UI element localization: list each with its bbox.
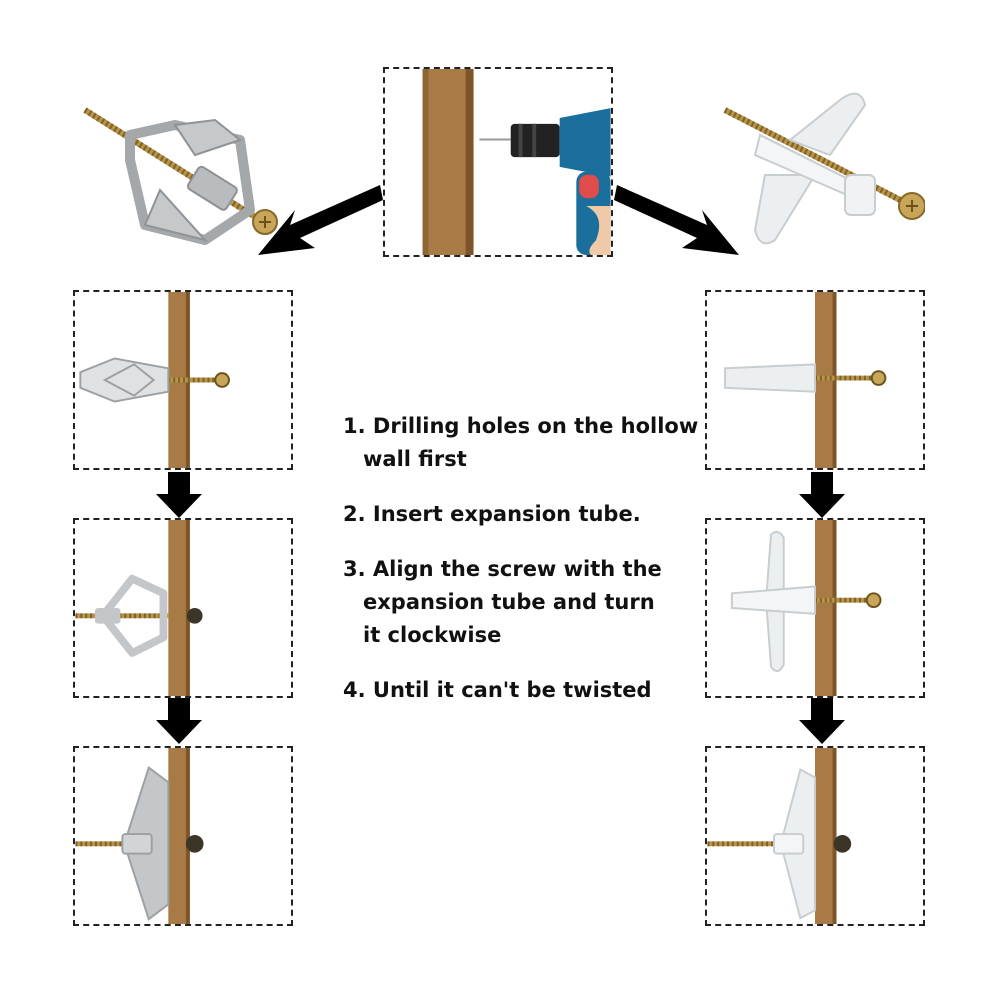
step-3: 3. Align the screw with the expansion tu… [343,553,703,652]
plastic-anchor-inserted-icon [724,292,887,468]
arrow-down-right-icon [614,185,739,255]
step-1: 1. Drilling holes on the hollow wall fir… [343,410,703,476]
metal-anchor-expanding-icon [75,520,203,696]
metal-anchor-inserted-icon [79,292,230,468]
arrow-down-left-icon [258,185,383,255]
step-1-line-2: wall first [363,447,467,471]
step-4-line-1: 4. Until it can't be twisted [343,678,652,702]
step-2-line-1: 2. Insert expansion tube. [343,502,641,526]
step-2: 2. Insert expansion tube. [343,498,703,531]
step-3-line-1: 3. Align the screw with the [343,557,662,581]
left-arrow-down-2-icon [156,698,202,744]
plastic-anchor-tightened-icon [707,748,852,924]
left-step-2-panel [73,518,293,698]
right-step-3-panel [705,746,925,926]
step-4: 4. Until it can't be twisted [343,674,703,707]
left-step-3-panel [73,746,293,926]
step-1-line-1: 1. Drilling holes on the hollow [343,414,699,438]
right-step-1-panel [705,290,925,470]
left-step-1-panel [73,290,293,470]
step-3-line-2: expansion tube and turn [363,590,655,614]
step-3-line-3: it clockwise [363,623,502,647]
left-arrow-down-1-icon [156,472,202,518]
metal-anchor-tightened-icon [75,748,204,924]
plastic-anchor-expanding-icon [730,520,882,696]
drill-panel [383,67,613,257]
gray-metal-hollow-wall-anchor-icon [83,107,278,245]
right-arrow-down-1-icon [799,472,845,518]
right-step-2-panel [705,518,925,698]
white-plastic-wing-anchor-icon [723,92,925,245]
right-arrow-down-2-icon [799,698,845,744]
instruction-steps: 1. Drilling holes on the hollow wall fir… [343,410,703,729]
power-drill-icon [422,69,611,255]
